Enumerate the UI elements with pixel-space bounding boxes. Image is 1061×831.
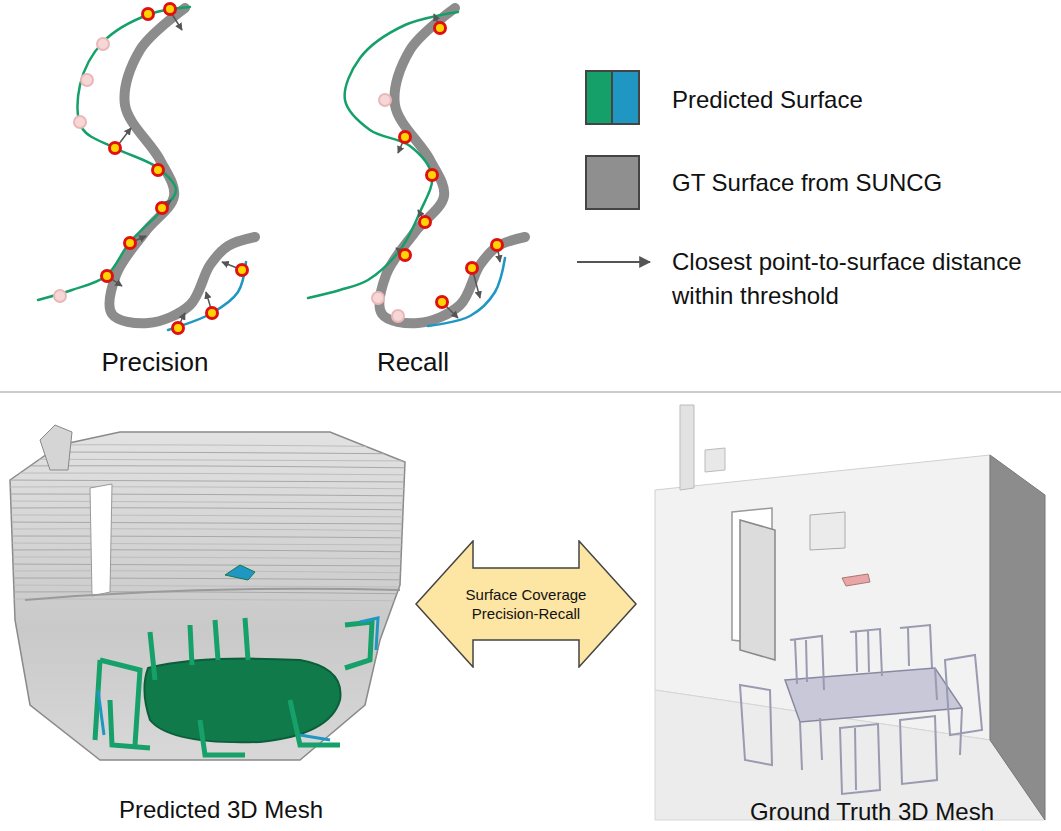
matched-point bbox=[435, 23, 446, 34]
mesh-stripe bbox=[0, 543, 420, 545]
curve-panels bbox=[38, 4, 525, 334]
double-arrow-shape bbox=[415, 540, 637, 668]
mesh-stripe bbox=[0, 557, 420, 559]
mesh-stripe bbox=[0, 529, 420, 531]
arrow-outline bbox=[416, 541, 636, 667]
matched-point bbox=[400, 250, 411, 261]
surface-curve bbox=[38, 7, 190, 300]
unmatched-point bbox=[392, 310, 404, 322]
mesh-stripe bbox=[0, 550, 420, 552]
matched-point bbox=[207, 308, 218, 319]
unmatched-point bbox=[379, 94, 391, 106]
matched-point bbox=[165, 4, 176, 15]
matched-point bbox=[467, 263, 478, 274]
matched-point bbox=[437, 297, 448, 308]
mesh-stripe bbox=[0, 522, 420, 524]
mesh-stripe bbox=[0, 571, 420, 573]
matched-point bbox=[110, 143, 121, 154]
separator-line bbox=[0, 391, 1061, 393]
unmatched-point bbox=[54, 290, 66, 302]
predicted-mesh bbox=[0, 425, 420, 760]
mesh-stripe bbox=[0, 494, 420, 496]
unmatched-point bbox=[372, 292, 384, 304]
mesh-stripe bbox=[0, 578, 420, 580]
surface-curve bbox=[168, 262, 246, 330]
unmatched-point bbox=[74, 116, 86, 128]
caption-label: Precision bbox=[102, 347, 209, 378]
surface-curve bbox=[110, 8, 255, 323]
mesh-stripe bbox=[0, 473, 420, 475]
matched-point bbox=[237, 265, 248, 276]
surface-curve bbox=[428, 258, 505, 326]
mesh-stripe bbox=[0, 564, 420, 566]
caption-label: Recall bbox=[377, 347, 449, 378]
legend-swatch bbox=[585, 155, 640, 210]
mesh-stripe bbox=[0, 508, 420, 510]
legend-text: Predicted Surface bbox=[672, 83, 1022, 117]
legend-text: GT Surface from SUNCG bbox=[672, 166, 1022, 200]
mesh-stripe bbox=[0, 501, 420, 503]
mesh-stripe bbox=[0, 592, 420, 594]
arrow-label: Surface Coverage Precision-Recall bbox=[461, 585, 591, 623]
matched-point bbox=[400, 132, 411, 143]
matched-point bbox=[125, 238, 136, 249]
caption-label: Ground Truth 3D Mesh bbox=[750, 798, 994, 826]
double-arrow-box: Surface Coverage Precision-Recall bbox=[415, 540, 637, 668]
caption-label: Predicted 3D Mesh bbox=[119, 796, 323, 824]
ground-truth-mesh bbox=[655, 405, 1045, 820]
swatch-fill bbox=[587, 72, 613, 123]
arrow-sample bbox=[577, 261, 650, 263]
matched-point bbox=[102, 271, 113, 282]
surface-curve bbox=[308, 12, 458, 298]
mesh-stripe bbox=[0, 480, 420, 482]
mesh-stripe bbox=[0, 585, 420, 587]
surface-curve bbox=[380, 8, 525, 323]
matched-point bbox=[153, 165, 164, 176]
mesh-stripe bbox=[0, 536, 420, 538]
mesh-stripe bbox=[0, 487, 420, 489]
mesh-stripe bbox=[0, 599, 420, 601]
legend-swatch bbox=[585, 70, 640, 125]
matched-point bbox=[157, 203, 168, 214]
mesh-stripe bbox=[0, 515, 420, 517]
legend-text: Closest point-to-surface distance within… bbox=[672, 245, 1022, 313]
unmatched-point bbox=[97, 38, 109, 50]
swatch-fill-alt bbox=[613, 72, 639, 123]
matched-point bbox=[492, 240, 503, 251]
matched-point bbox=[427, 170, 438, 181]
matched-point bbox=[420, 217, 431, 228]
matched-point bbox=[143, 9, 154, 20]
unmatched-point bbox=[81, 74, 93, 86]
matched-point bbox=[173, 323, 184, 334]
